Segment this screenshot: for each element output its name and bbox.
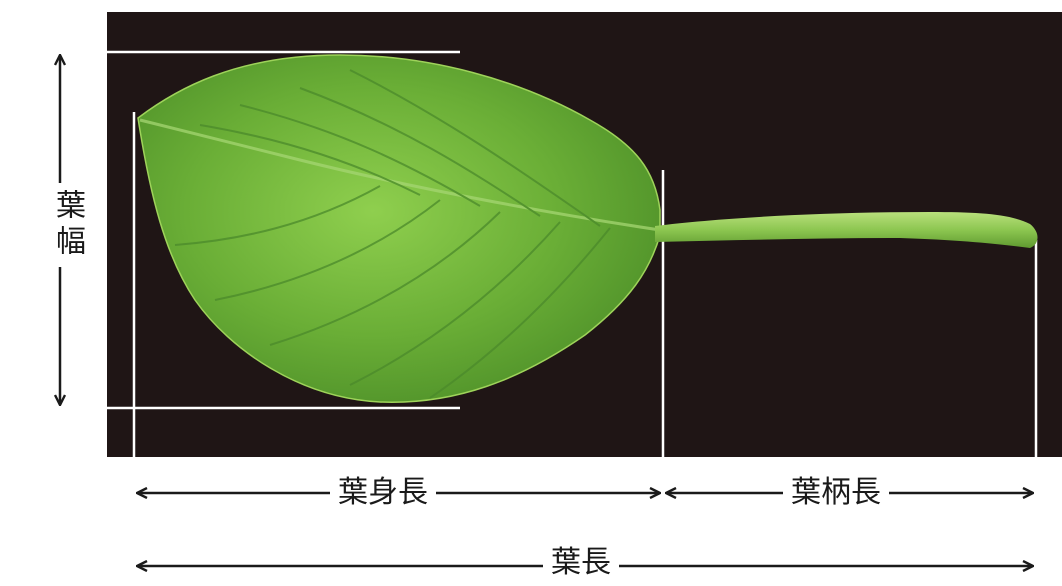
leaf-length-label: 葉長 bbox=[543, 548, 619, 578]
leaf-width-label: 葉幅 bbox=[38, 183, 82, 267]
leaf-blade-length-label: 葉身長 bbox=[330, 478, 436, 508]
petiole-length-label: 葉柄長 bbox=[783, 478, 889, 508]
